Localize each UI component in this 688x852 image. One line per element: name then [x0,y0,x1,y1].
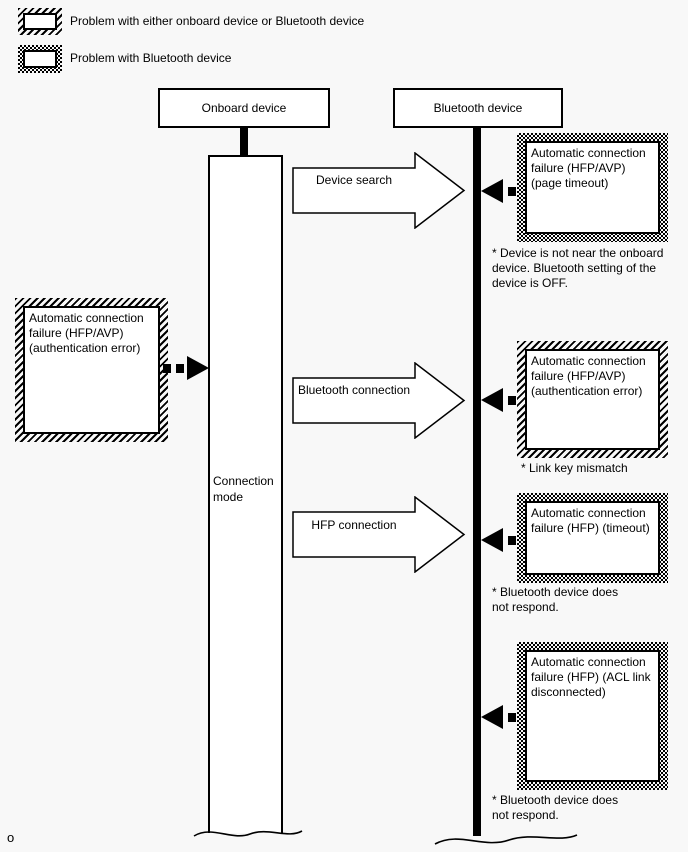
failure-box-auth-error-right-text: Automatic connection failure (HFP/AVP) (… [525,349,660,450]
device-search-arrow [292,152,466,229]
bluetooth-lifeline-wave [434,834,578,845]
legend-swatch-hatched [18,8,62,35]
failure-box-acl-disconnect: Automatic connection failure (HFP) (ACL … [517,642,668,790]
bluetooth-connection-label: Bluetooth connection [297,383,411,397]
note-hfp-timeout: * Bluetooth device does not respond. [492,585,619,614]
onboard-lifeline-wave [193,830,303,837]
failure-box-page-timeout-text: Automatic connection failure (HFP/AVP) (… [525,141,660,234]
arrowhead-left-icon [481,179,503,203]
dashed-tail [503,186,519,196]
failure-box-hfp-timeout: Automatic connection failure (HFP) (time… [517,493,668,583]
failure-arrow-page-timeout [481,179,519,203]
legend-label-dotted: Problem with Bluetooth device [70,51,232,65]
onboard-device-header: Onboard device [158,88,330,128]
onboard-lifeline-connector [240,128,248,155]
onboard-activation-bar [208,155,283,833]
device-search-label: Device search [315,173,393,187]
failure-box-acl-disconnect-text: Automatic connection failure (HFP) (ACL … [525,650,660,782]
failure-box-page-timeout: Automatic connection failure (HFP/AVP) (… [517,133,668,242]
footer-mark: o [7,830,15,845]
arrowhead-left-icon [481,528,503,552]
failure-arrow-hfp-timeout [481,528,519,552]
dashed-tail [163,363,187,373]
failure-arrow-acl-disconnect [481,705,519,729]
hfp-connection-label: HFP connection [311,518,397,532]
bluetooth-lifeline [473,128,481,836]
arrowhead-right-icon [187,356,209,380]
onboard-bar-label: Connection mode [213,474,274,504]
dashed-tail [503,395,519,405]
bluetooth-device-header: Bluetooth device [393,88,563,128]
note-acl-disconnect: * Bluetooth device does not respond. [492,793,619,822]
legend-label-hatched: Problem with either onboard device or Bl… [70,14,365,28]
bluetooth-connection-arrow [292,362,466,439]
arrowhead-left-icon [481,388,503,412]
note-auth-error: * Link key mismatch [521,461,628,475]
failure-box-auth-error-right: Automatic connection failure (HFP/AVP) (… [517,341,668,458]
legend-swatch-hatched-inner [23,13,57,30]
dashed-tail [503,712,519,722]
failure-arrow-auth-error [481,388,519,412]
hfp-connection-arrow [292,496,466,573]
failure-box-auth-error-left-text: Automatic connection failure (HFP/AVP) (… [23,306,160,434]
dashed-tail [503,535,519,545]
note-page-timeout: * Device is not near the onboard device.… [492,246,664,290]
failure-arrow-left-to-onboard [163,356,209,380]
legend-swatch-dotted [18,45,62,73]
failure-box-auth-error-left: Automatic connection failure (HFP/AVP) (… [15,298,168,442]
legend-swatch-dotted-inner [23,50,57,68]
failure-box-hfp-timeout-text: Automatic connection failure (HFP) (time… [525,501,660,575]
arrowhead-left-icon [481,705,503,729]
